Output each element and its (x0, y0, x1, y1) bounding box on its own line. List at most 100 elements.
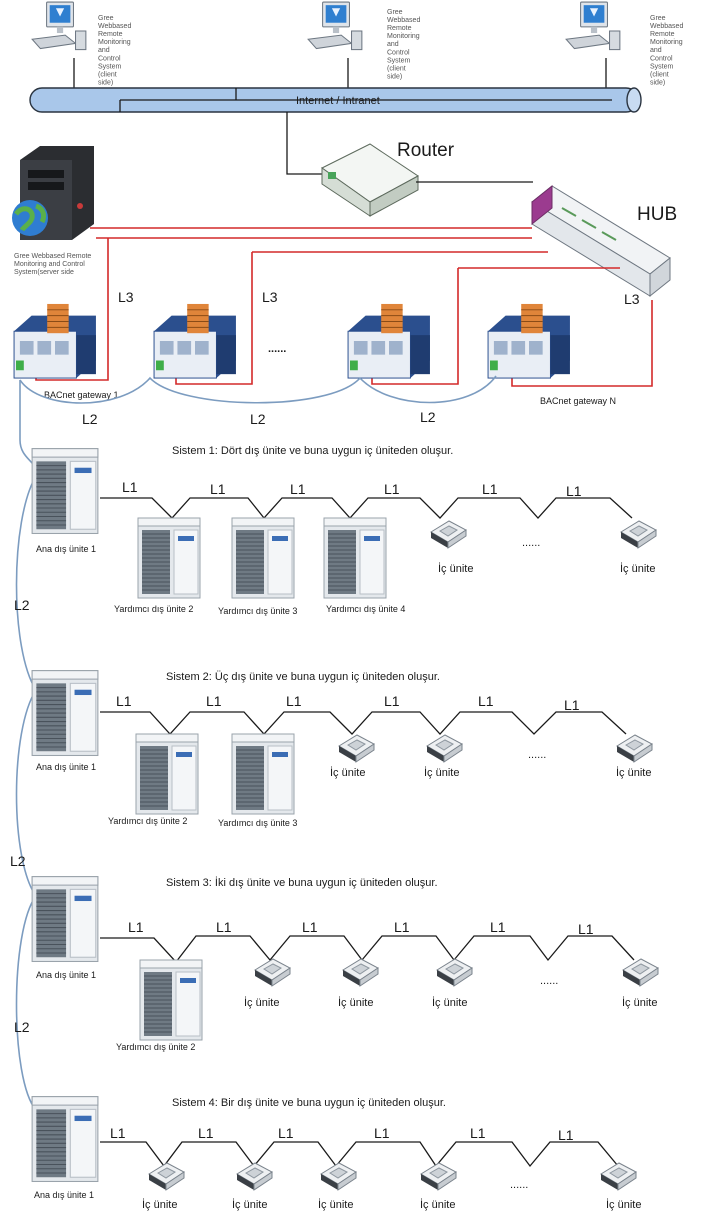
s4-l1-6: L1 (558, 1127, 574, 1143)
network-label: Internet / Intranet (296, 95, 380, 107)
hub-label: HUB (637, 204, 677, 225)
indoor-unit-icon (236, 1162, 273, 1191)
router-led-icon (328, 172, 336, 179)
s3-l1-4: L1 (394, 919, 410, 935)
aux-outdoor-unit-icon (137, 517, 201, 599)
aux-outdoor-unit-icon (231, 517, 295, 599)
system-1-ellipsis: ...... (522, 537, 540, 549)
s3-l1-6: L1 (578, 921, 594, 937)
system-4-main-label: Ana dış ünite 1 (34, 1190, 94, 1200)
indoor-unit-icon (430, 520, 467, 549)
system-4-indoor-label-5: İç ünite (606, 1198, 641, 1211)
s4-l1-4: L1 (374, 1125, 390, 1141)
router: Router (286, 112, 455, 217)
s4-l1-2: L1 (198, 1125, 214, 1141)
gateway-ellipsis: ...... (268, 343, 286, 355)
l2-label-4: L2 (14, 597, 30, 613)
s4-l1-3: L1 (278, 1125, 294, 1141)
bacnet-gateway-2 (153, 303, 237, 379)
indoor-unit-icon (148, 1162, 185, 1191)
indoor-unit-icon (436, 958, 473, 987)
l3-label-1: L3 (118, 289, 134, 305)
l3-link-gateway-3 (371, 267, 620, 385)
indoor-unit-icon (426, 734, 463, 763)
s1-l1-3: L1 (290, 481, 306, 497)
system-1-indoor-label-1: İç ünite (438, 562, 473, 575)
indoor-unit-icon (622, 958, 659, 987)
l2-label-1: L2 (82, 411, 98, 427)
l2-label-6: L2 (14, 1019, 30, 1035)
l3-link-gateway-2 (175, 251, 548, 385)
system-1: Sistem 1: Dört dış ünite ve buna uygun i… (31, 445, 657, 616)
s2-l1-4: L1 (384, 693, 400, 709)
bacnet-gateway-n (487, 303, 571, 379)
s4-l1-5: L1 (470, 1125, 486, 1141)
s2-l1-6: L1 (564, 697, 580, 713)
indoor-unit-icon (420, 1162, 457, 1191)
indoor-unit-icon (620, 520, 657, 549)
l2-label-3: L2 (420, 409, 436, 425)
system-4-ellipsis: ...... (510, 1179, 528, 1191)
system-1-aux-label-1: Yardımcı dış ünite 2 (114, 604, 193, 614)
system-3-aux-label-1: Yardımcı dış ünite 2 (116, 1042, 195, 1052)
computer-icon (307, 1, 363, 51)
system-3-ellipsis: ...... (540, 975, 558, 987)
internet-intranet-bus: Internet / Intranet (29, 87, 642, 113)
system-2-indoor-label-1: İç ünite (330, 766, 365, 779)
s1-l1-6: L1 (566, 483, 582, 499)
system-2-indoor-label-3: İç ünite (616, 766, 651, 779)
system-3-indoor-label-2: İç ünite (338, 996, 373, 1009)
system-2-ellipsis: ...... (528, 749, 546, 761)
main-outdoor-unit-icon (31, 876, 99, 963)
system-3-main-label: Ana dış ünite 1 (36, 970, 96, 980)
main-outdoor-unit-icon (31, 670, 99, 757)
bacnet-gateway-1 (13, 303, 97, 379)
system-1-indoor-label-2: İç ünite (620, 562, 655, 575)
system-4-l1-bus (100, 1141, 619, 1168)
s4-l1-1: L1 (110, 1125, 126, 1141)
system-1-aux-label-3: Yardımcı dış ünite 4 (326, 604, 405, 614)
system-2-l1-bus (100, 711, 627, 735)
l3-link-gateway-n (511, 300, 653, 387)
s1-l1-5: L1 (482, 481, 498, 497)
bacnet-gateway-3 (347, 303, 431, 379)
system-3-title: Sistem 3: İki dış ünite ve buna uygun iç… (166, 876, 438, 889)
l3-label-3: L3 (624, 291, 640, 307)
aux-outdoor-unit-icon (139, 959, 203, 1041)
aux-outdoor-unit-icon (231, 733, 295, 815)
main-outdoor-unit-icon (31, 1096, 99, 1183)
s2-l1-5: L1 (478, 693, 494, 709)
aux-outdoor-unit-icon (323, 517, 387, 599)
s3-l1-3: L1 (302, 919, 318, 935)
system-4-indoor-label-1: İç ünite (142, 1198, 177, 1211)
gateway-n-label: BACnet gateway N (540, 396, 616, 406)
indoor-unit-icon (616, 734, 653, 763)
system-3-indoor-label-1: İç ünite (244, 996, 279, 1009)
indoor-unit-icon (254, 958, 291, 987)
system-2-main-label: Ana dış ünite 1 (36, 762, 96, 772)
system-1-l1-bus (100, 497, 633, 520)
gateway-1-label: BACnet gateway 1 (44, 390, 119, 400)
system-2-indoor-label-2: İç ünite (424, 766, 459, 779)
s2-l1-3: L1 (286, 693, 302, 709)
system-4-indoor-label-3: İç ünite (318, 1198, 353, 1211)
computer-icon (31, 1, 87, 51)
system-2-aux-label-2: Yardımcı dış ünite 3 (218, 818, 297, 828)
indoor-unit-icon (338, 734, 375, 763)
aux-outdoor-unit-icon (135, 733, 199, 815)
system-3-indoor-label-3: İç ünite (432, 996, 467, 1009)
l2-label-2: L2 (250, 411, 266, 427)
system-4-indoor-label-2: İç ünite (232, 1198, 267, 1211)
l2-label-5: L2 (10, 853, 26, 869)
system-4: Sistem 4: Bir dış ünite ve buna uygun iç… (31, 1096, 641, 1211)
l2-link-gateways (19, 375, 497, 404)
s3-l1-1: L1 (128, 919, 144, 935)
